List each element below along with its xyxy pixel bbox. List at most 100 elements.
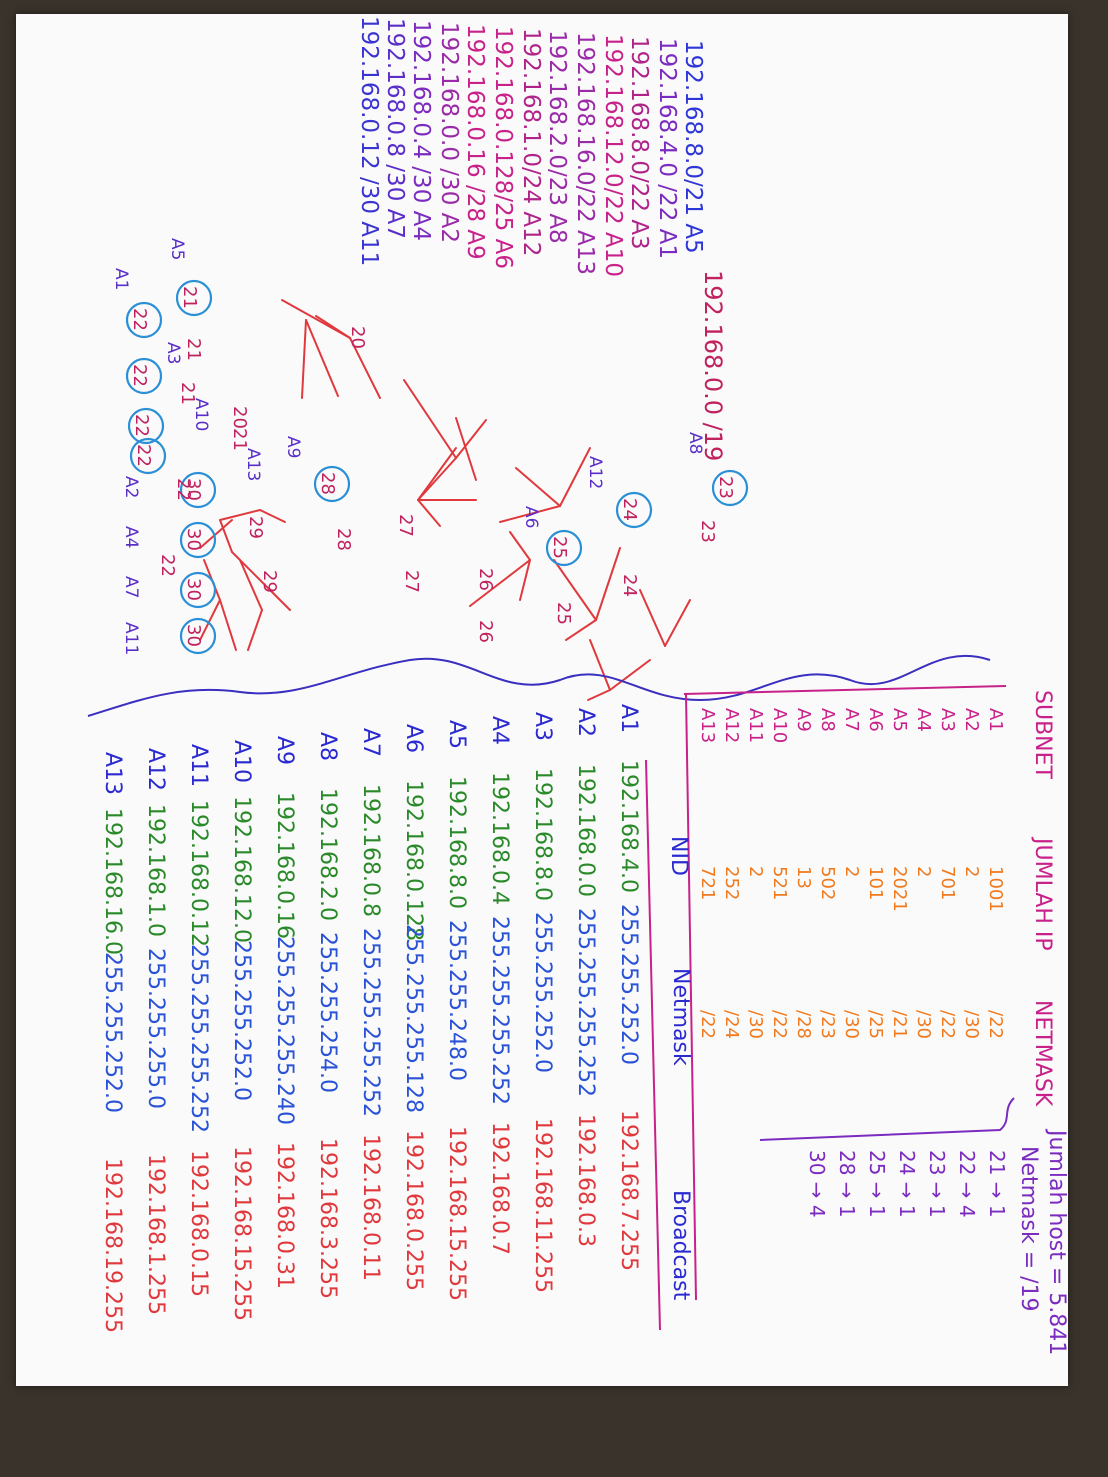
tree-edge [565,619,597,641]
tree-node-label: 21 [229,428,250,451]
broadcast-value: 192.168.0.31 [272,1142,297,1289]
wavy-divider [87,654,991,717]
tree-edge [239,559,263,611]
tree-node-label: 20 [347,326,368,349]
subnet-name: A13 [697,708,718,743]
subnet-name: A5 [889,708,910,732]
netmask-header: NETMASK [1030,1000,1055,1107]
tree-node-label: 24 [619,574,640,597]
nid-row-label: A7 [358,728,383,757]
nid-row-label: A2 [573,708,598,737]
tree-node-circle [129,437,167,475]
subnet-name: A8 [817,708,838,732]
nid-value: 192.168.0.4 [487,772,512,905]
jumlah-ip: 252 [721,866,742,900]
subnet-list-line: 192.168.4.0 /22 A1 [654,38,680,259]
tree-edge [259,509,286,523]
mask-value: 255.255.255.252 [186,944,211,1133]
tree-edge [219,519,233,553]
tree-node-label: 29 [245,516,266,539]
tree-node-label: 22 [129,308,150,331]
count-line: 25 → 1 [865,1150,889,1218]
tree-edge [589,639,611,691]
mask-value: 255.255.252.0 [530,912,555,1073]
subnet-name: A10 [769,708,790,743]
nid-value: 192.168.12.0 [229,796,254,943]
netmask-value: /24 [721,1010,742,1039]
jumlah-ip: 2 [841,866,862,877]
netmask-value: /22 [769,1010,790,1039]
tree-node-circle [179,521,217,559]
netmask-value: /22 [985,1010,1006,1039]
tree-edge [417,447,457,501]
nid-row-label: A6 [401,724,426,753]
jumlah-ip: 13 [793,866,814,889]
tree-node-circle [125,357,163,395]
tree-edge [305,319,339,397]
subnet-name: A9 [793,708,814,732]
tree-node-tag: A2 [121,476,141,498]
tree-node-label: 30 [183,528,204,551]
subnet-list-line: 192.168.0.0 /30 A2 [436,22,462,243]
netmask-value: /28 [793,1010,814,1039]
nid-row-label: A12 [143,748,168,791]
tree-node-label: 22 [173,478,194,501]
count-line: 23 → 1 [925,1150,949,1218]
tree-edge [639,589,666,647]
netmask-value: /30 [913,1010,934,1039]
jumlah-ip: 2021 [889,866,910,912]
tree-node-circle [179,617,217,655]
jumlah-ip: 721 [697,866,718,900]
nid-row-label: A8 [315,732,340,761]
nid-row-label: A3 [530,712,555,741]
paper-sheet [16,14,1068,1386]
subnet-list-line: 192.168.8.0/22 A3 [626,36,652,250]
jumlah-ip: 101 [865,866,886,900]
tree-node-label: 28 [317,472,338,495]
tree-node-circle [179,471,217,509]
tree-node-tag: A3 [163,342,183,364]
tree-edge [417,499,441,527]
tree-node-label: 30 [183,578,204,601]
tree-node-label: 30 [183,624,204,647]
tree-node-tag: A5 [167,238,187,260]
nid-row-label: A10 [229,740,254,783]
netmask-value: /25 [865,1010,886,1039]
tree-node-circle [545,529,583,567]
nid-value: 192.168.4.0 [616,760,641,893]
nid-value: 192.168.8.0 [444,776,469,909]
jumlah-ip: 2 [745,866,766,877]
broadcast-value: 192.168.0.255 [401,1130,426,1291]
nid-header: NID [666,836,691,876]
tree-node-label: 21 [183,338,204,361]
jumlah-ip: 2 [913,866,934,877]
tree-node-label: 20 [229,406,250,429]
summary-bracket [759,1097,1015,1141]
subnet-list-line: 192.168.8.0/21 A5 [680,40,706,254]
tree-node-circle [175,279,213,317]
broadcast-value: 192.168.11.255 [530,1118,555,1293]
tree-node-label: 23 [697,520,718,543]
tree-node-tag: A9 [283,436,303,458]
nid-row-label: A1 [616,704,641,733]
nid-row-label: A5 [444,720,469,749]
tree-node-tag: A1 [111,268,131,290]
subnet-name: A6 [865,708,886,732]
tree-root-label: 192.168.0.0 /19 [699,270,727,461]
tree-edge [595,547,621,621]
mask-value: 255.255.255.128 [401,924,426,1113]
broadcast-value: 192.168.7.255 [616,1110,641,1271]
nid-value: 192.168.1.0 [143,804,168,937]
netmask-value: /22 [937,1010,958,1039]
netmask-header-2: Netmask [668,968,693,1066]
tree-node-label: 26 [475,568,496,591]
table-row-divider [683,685,1007,695]
tree-edge [609,659,651,691]
tree-node-label: 21 [179,286,200,309]
tree-edge [509,531,531,561]
tree-edge [553,559,597,621]
tree-node-label: 27 [395,514,416,537]
subnet-tree [125,279,749,701]
